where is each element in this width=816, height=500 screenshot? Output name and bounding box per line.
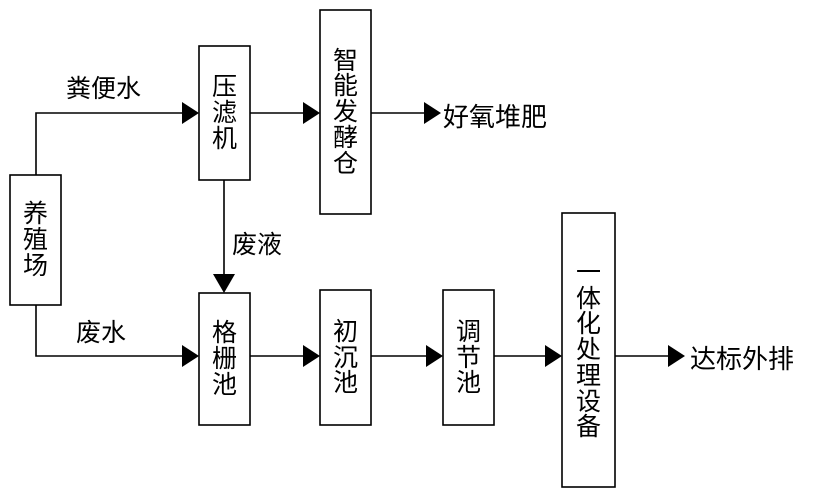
- node-box-integrated[interactable]: [561, 212, 616, 488]
- node-box-settling[interactable]: [319, 289, 372, 426]
- terminal-label-compliant-discharge: 达标外排: [690, 345, 795, 375]
- arrowhead-compost-in: [424, 102, 441, 124]
- arrowhead-grate-in-top: [213, 274, 235, 293]
- connector-farm-to-press: [35, 112, 182, 175]
- edge-label-waste-water: 废水: [76, 318, 127, 347]
- terminal-label-aerobic-compost: 好氧堆肥: [443, 103, 548, 133]
- arrowhead-fermenter-in: [303, 102, 320, 124]
- connector-farm-to-grate: [35, 305, 182, 357]
- node-box-grate[interactable]: [198, 292, 251, 426]
- arrowhead-grate-in-left: [182, 345, 199, 367]
- arrowhead-settling-in: [303, 345, 320, 367]
- node-box-press[interactable]: [198, 45, 251, 181]
- arrowhead-integrated-in: [545, 345, 562, 367]
- arrowhead-discharge-in: [668, 345, 685, 367]
- arrowhead-regulating-in: [426, 345, 443, 367]
- node-box-fermenter[interactable]: [319, 9, 372, 215]
- node-box-regulating[interactable]: [442, 289, 495, 426]
- node-box-farm[interactable]: [9, 174, 62, 306]
- edge-label-waste-liquid: 废液: [232, 230, 283, 259]
- edge-label-manure-water: 粪便水: [66, 74, 142, 103]
- arrowhead-press-in: [182, 102, 199, 124]
